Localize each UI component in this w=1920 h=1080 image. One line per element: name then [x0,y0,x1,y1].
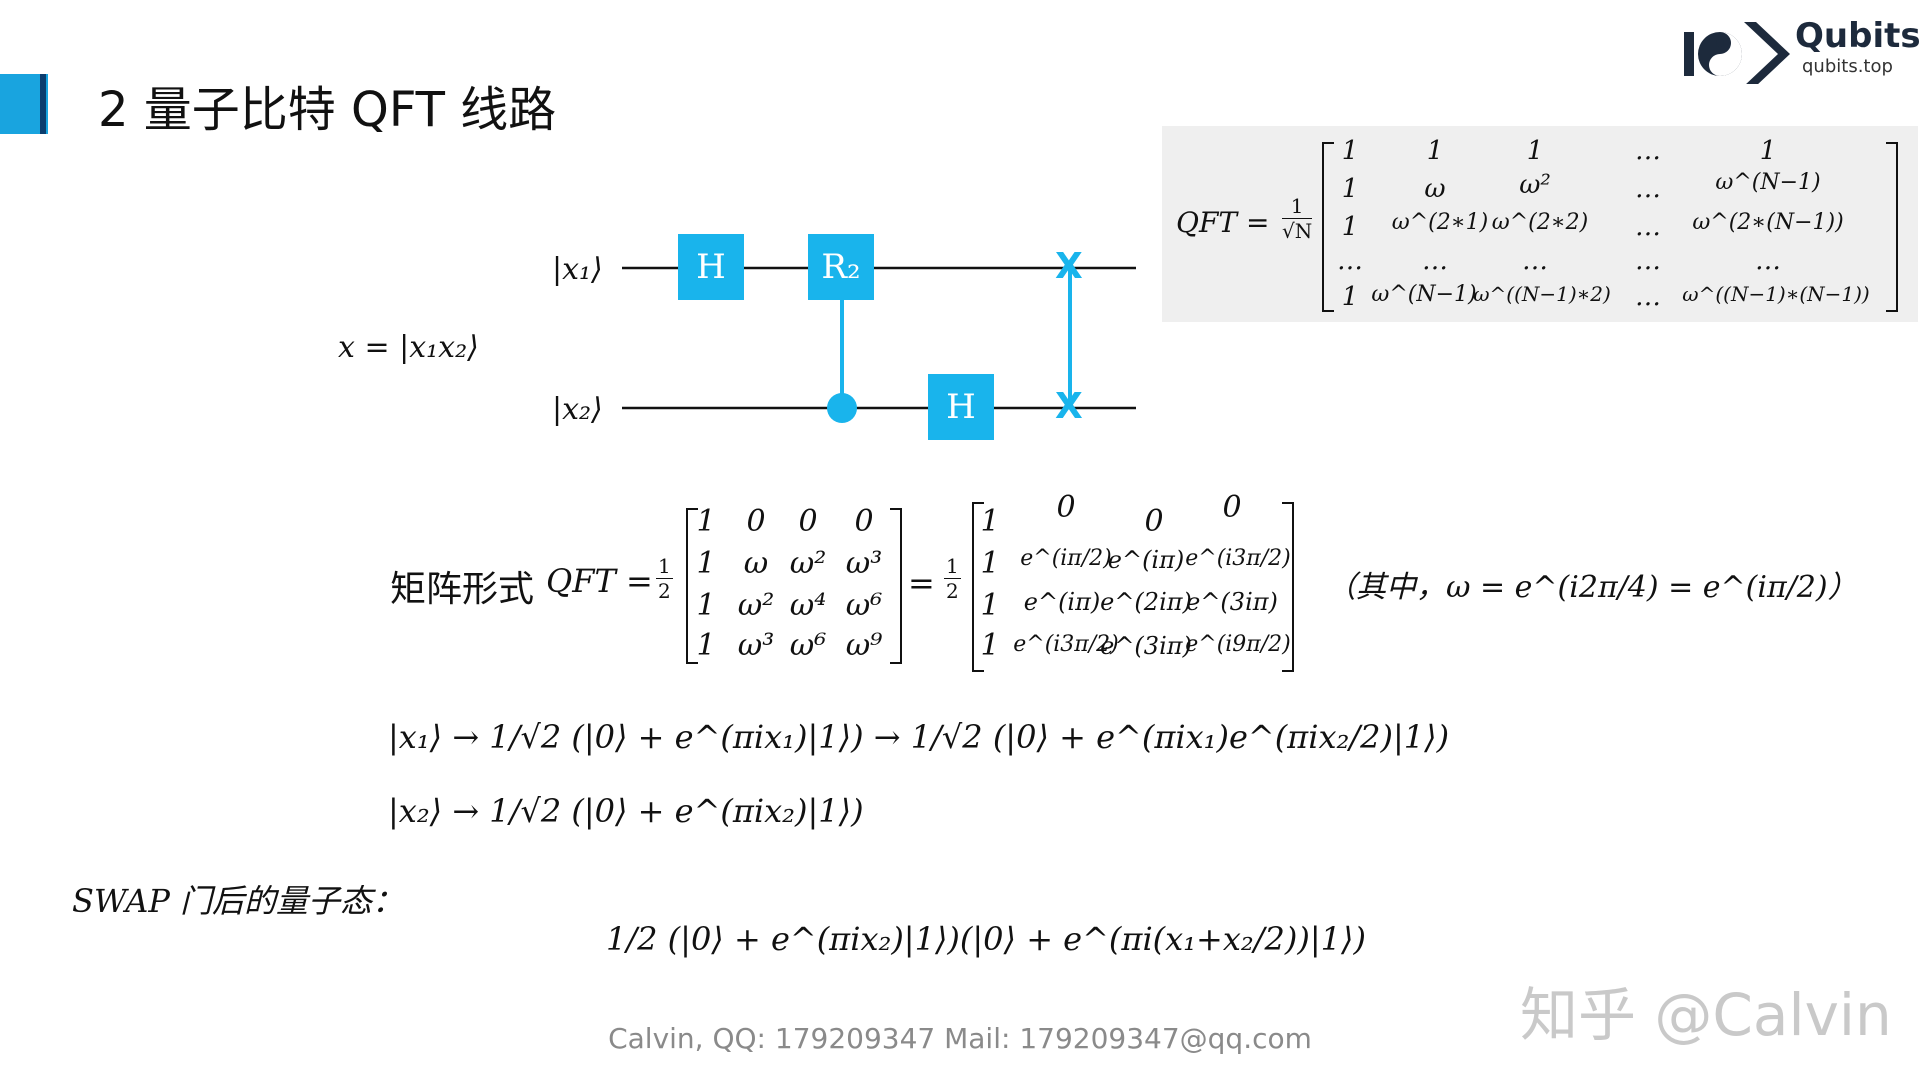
r2-gate: R₂ [808,234,874,300]
swap-cross-top-icon: X [1055,246,1083,287]
slide-title: 2 量子比特 QFT 线路 [98,82,557,138]
qubit2-label: |x₂⟩ [552,392,603,427]
def-cell: 1 [1759,136,1777,166]
omega-cell: 1 [696,504,716,539]
exp-matrix-bracket-right [1282,502,1294,672]
exp-cell: 0 [1222,490,1242,525]
omega-cell: ω² [789,546,827,581]
def-cell: 1 [1341,136,1359,166]
exp-cell: 0 [1056,490,1076,525]
exp-cell: e^(3iπ) [1186,588,1278,616]
exp-cell: 1 [980,546,1000,581]
qft-def-bracket-left [1322,142,1334,312]
omega-cell: 1 [696,588,716,623]
def-cell: ω^(2∗(N−1)) [1692,210,1844,235]
exp-cell: e^(3iπ) [1100,632,1192,660]
matrix-equals-sign: = [908,564,935,602]
swap-cross-bottom-icon: X [1055,386,1083,427]
exp-cell: e^(iπ/2) [1020,546,1112,571]
def-cell: 1 [1526,136,1544,166]
omega-cell: 1 [696,546,716,581]
omega-cell: ω³ [845,546,883,581]
def-cell: … [1422,246,1448,276]
exp-cell: 1 [980,628,1000,663]
omega-definition-note: （其中，ω = e^(i2π/4) = e^(iπ/2)） [1326,570,1858,605]
def-cell: … [1635,282,1661,312]
qft-def-bracket-right [1886,142,1898,312]
exp-cell: 1 [980,504,1000,539]
zhihu-watermark: 知乎 @Calvin [1520,981,1892,1049]
title-accent-edge [40,74,46,134]
omega-cell: ω⁹ [845,628,883,663]
qubit2-evolution: |x₂⟩ → 1/√2 (|0⟩ + e^(πix₂)|1⟩) [388,792,864,830]
def-cell: ω^(N−1) [1715,170,1821,195]
def-cell: ω^(N−1) [1371,282,1477,307]
qubits-logo-icon [1684,22,1790,84]
hadamard-gate-q2: H [928,374,994,440]
exp-matrix-bracket-left [972,502,984,672]
def-cell: ω^(2∗2) [1491,210,1589,235]
omega-cell: ω⁶ [789,628,827,663]
def-cell: … [1635,212,1661,242]
def-cell: ω [1424,174,1446,204]
omega-cell: ω⁶ [845,588,883,623]
def-cell: … [1635,174,1661,204]
def-cell: 1 [1426,136,1444,166]
qft-def-prefactor: 1√N [1282,194,1313,243]
exp-cell: 1 [980,588,1000,623]
matrix-form-lhs: QFT = [546,562,653,600]
qubit1-evolution: |x₁⟩ → 1/√2 (|0⟩ + e^(πix₁)|1⟩) → 1/√2 (… [388,718,1450,756]
circuit-input-label: x = |x₁x₂⟩ [338,330,479,365]
def-cell: 1 [1341,282,1359,312]
logo-url: qubits.top [1802,56,1893,77]
def-cell: … [1755,246,1781,276]
exp-cell: e^(i3π/2) [1185,546,1291,571]
omega-cell: 0 [746,504,766,539]
exp-cell: e^(2iπ) [1100,588,1192,616]
qft-def-lhs: QFT = [1176,206,1270,239]
swap-state-label: SWAP 门后的量子态： [72,882,405,920]
omega-cell: ω⁴ [789,588,827,623]
omega-cell: ω³ [737,628,775,663]
swap-final-state: 1/2 (|0⟩ + e^(πix₂)|1⟩)(|0⟩ + e^(πi(x₁+x… [606,920,1366,958]
omega-cell: 0 [854,504,874,539]
exp-cell: e^(iπ) [1023,588,1101,616]
contact-footer: Calvin, QQ: 179209347 Mail: 179209347@qq… [608,1022,1312,1055]
omega-matrix-bracket-left [686,508,698,664]
def-cell: ω^(2∗1) [1391,210,1489,235]
qubit1-label: |x₁⟩ [552,252,603,287]
matrix-form-label: 矩阵形式 [390,569,535,610]
hadamard-gate-q1: H [678,234,744,300]
def-cell: 1 [1341,212,1359,242]
omega-cell: ω² [737,588,775,623]
omega-cell: 0 [798,504,818,539]
omega-cell: ω [743,546,769,581]
def-cell: ω^((N−1)∗(N−1)) [1682,282,1870,306]
logo-wordmark: Qubits [1795,16,1920,56]
qft-definition-box [1162,126,1918,322]
exp-cell: 0 [1144,504,1164,539]
exp-cell: e^(i3π/2) [1013,632,1119,657]
def-cell: 1 [1341,174,1359,204]
def-cell: ω^((N−1)∗2) [1473,282,1611,306]
def-cell: … [1635,246,1661,276]
def-cell: … [1522,246,1548,276]
def-cell: ω² [1519,170,1551,200]
exp-cell: e^(iπ) [1107,546,1185,574]
def-cell: … [1337,246,1363,276]
def-cell: … [1635,136,1661,166]
omega-matrix-bracket-right [890,508,902,664]
omega-cell: 1 [696,628,716,663]
exp-cell: e^(i9π/2) [1185,632,1291,657]
